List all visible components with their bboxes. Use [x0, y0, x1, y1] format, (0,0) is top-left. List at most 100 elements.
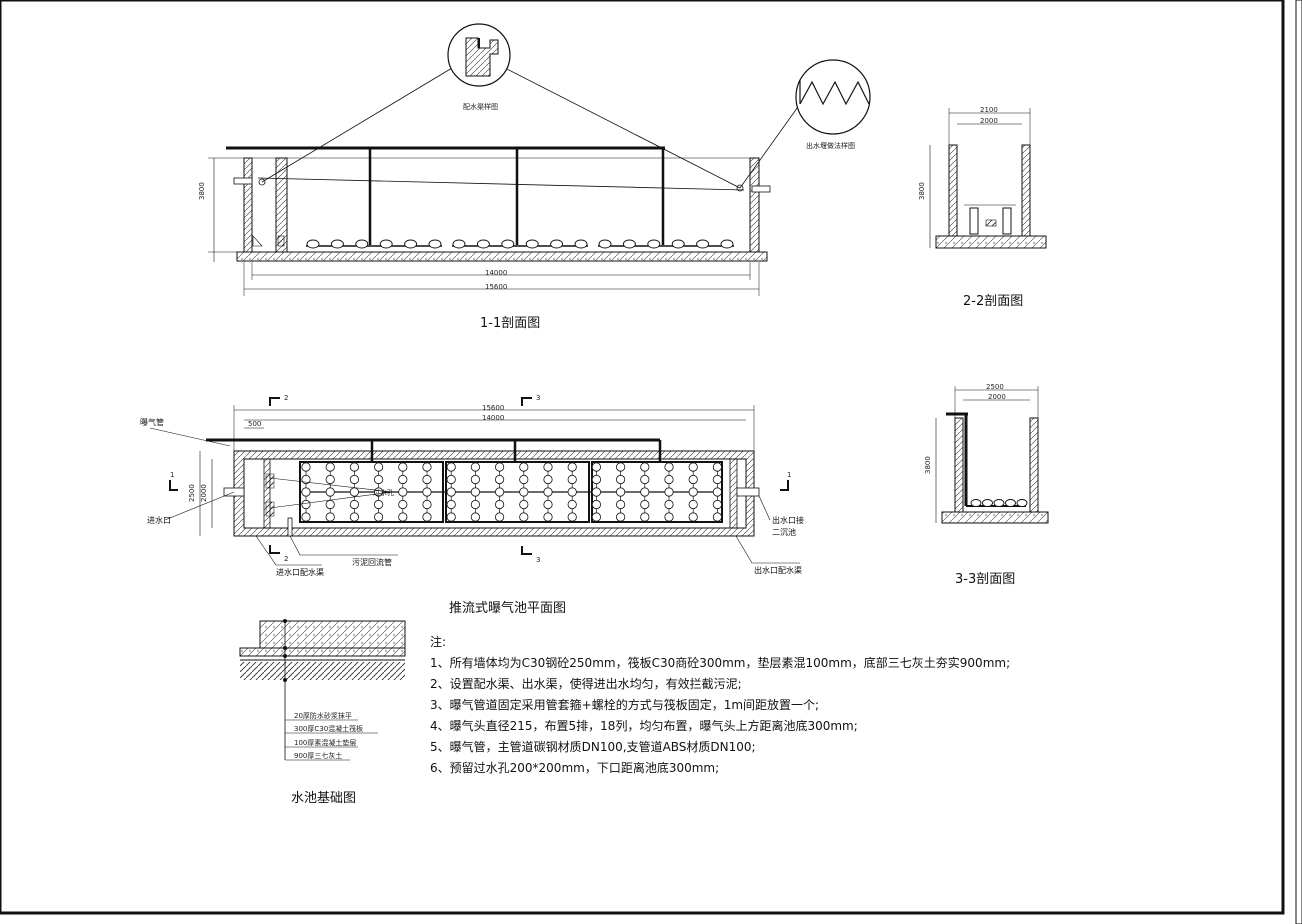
inlet-label: 进水口 [147, 516, 171, 525]
diffuser-head [325, 499, 335, 510]
diffuser-head [567, 474, 577, 485]
diffuser-head [494, 512, 505, 522]
cut-mark-2-bottom: 2 [284, 555, 289, 563]
diffuser-head [519, 512, 529, 522]
section-1-1-title: 1-1剖面图 [480, 316, 541, 331]
diffuser-head [567, 462, 577, 472]
dim-3800-s22: 3800 [918, 182, 926, 200]
diffuser-head [373, 512, 384, 522]
diffuser-head [404, 239, 418, 249]
diffuser-head [696, 239, 710, 249]
diffuser-head [355, 239, 369, 249]
dim-15600-section: 15600 [485, 283, 508, 291]
note-item: 1、所有墙体均为C30钢砼250mm，筏板C30商砼300mm，垫层素混100m… [430, 656, 1011, 670]
diffuser-head [622, 239, 636, 249]
diffuser-head [398, 487, 408, 497]
diffuser-head [470, 462, 480, 472]
section-2-2 [929, 108, 1047, 249]
diffuser-head [615, 499, 626, 510]
diffuser-head [720, 239, 734, 249]
diffuser-head [349, 512, 359, 522]
diffuser-head [543, 474, 553, 485]
diffuser-head [428, 239, 442, 249]
diffuser-head [519, 487, 529, 497]
diffuser-head [349, 462, 359, 472]
diffuser-head [446, 487, 456, 497]
diffuser-head [543, 499, 553, 510]
diffuser-head [476, 239, 490, 249]
diffuser-head [712, 474, 723, 485]
diffuser-head [993, 499, 1005, 507]
diffuser-head [446, 499, 456, 510]
diffuser-head [664, 474, 674, 485]
diffuser-head [970, 499, 982, 507]
diffuser-head [398, 474, 408, 485]
diffuser-head [494, 462, 505, 472]
diffuser-head [349, 499, 359, 510]
diffuser-head [543, 512, 553, 522]
diffuser-head [550, 239, 564, 249]
diffuser-head [373, 462, 384, 472]
diffuser-head [325, 462, 335, 472]
diffuser-head [446, 512, 456, 522]
diffuser-head [567, 499, 577, 510]
diffuser-head [712, 487, 723, 497]
diffuser-head [664, 487, 674, 497]
outlet-to-label-2: 二沉池 [772, 528, 796, 537]
diffuser-head [567, 487, 577, 497]
outlet-to-label: 出水口接 [772, 516, 804, 525]
section-3-3 [935, 386, 1049, 524]
diffuser-grid [301, 462, 723, 522]
cut-mark-3-top: 3 [536, 394, 541, 402]
overflow-hole-label: 过水孔 [373, 489, 394, 497]
diffuser-head [688, 462, 698, 472]
diffuser-head [598, 239, 612, 249]
diffuser-head [446, 462, 456, 472]
diffuser-head [640, 512, 650, 522]
diffuser-head [688, 474, 698, 485]
diffuser-head [591, 499, 602, 510]
foundation-detail [239, 619, 406, 761]
diffuser-head [591, 462, 602, 472]
diffuser-head [470, 487, 480, 497]
diffuser-head [379, 239, 393, 249]
diffuser-head [688, 487, 698, 497]
diffuser-head [494, 474, 505, 485]
diffuser-head [325, 474, 335, 485]
diffuser-head [325, 512, 335, 522]
section-1-1 [208, 23, 871, 296]
diffuser-head [615, 462, 626, 472]
diffuser-head [615, 512, 626, 522]
diffuser-head [615, 487, 626, 497]
diffuser-head [422, 512, 432, 522]
foundation-layer-4: 900厚三七灰土 [294, 752, 343, 760]
sheet-edge-strip [1295, 0, 1302, 924]
diffuser-head [494, 487, 505, 497]
diffuser-head [640, 474, 650, 485]
dim-3800-section: 3800 [198, 182, 206, 200]
dim-2500-plan: 2500 [188, 484, 196, 502]
dim-2100-s22: 2100 [980, 106, 998, 114]
diffuser-head [470, 512, 480, 522]
weir-detail-label: 出水堰做法样图 [806, 142, 855, 150]
diffuser-row [306, 239, 734, 249]
diffuser-head [567, 512, 577, 522]
plan-view [149, 397, 800, 566]
notes-heading: 注: [430, 635, 447, 649]
diffuser-head [330, 239, 344, 249]
aeration-pipe-label: 曝气管 [140, 418, 164, 427]
diffuser-head [373, 499, 384, 510]
note-item: 5、曝气管，主管道碳钢材质DN100,支管道ABS材质DN100; [430, 740, 756, 754]
diffuser-head [422, 474, 432, 485]
diffuser-head [301, 487, 311, 497]
diffuser-head [301, 499, 311, 510]
cut-mark-1-left: 1 [170, 471, 175, 479]
diffuser-head [519, 474, 529, 485]
diffuser-head [1005, 499, 1016, 507]
diffuser-head [712, 499, 723, 510]
sheet-frame [0, 0, 1285, 915]
inlet-channel-label: 进水口配水渠 [276, 568, 324, 577]
dim-500-plan: 500 [248, 420, 262, 428]
diffuser-head [688, 512, 698, 522]
diffuser-head [422, 499, 432, 510]
